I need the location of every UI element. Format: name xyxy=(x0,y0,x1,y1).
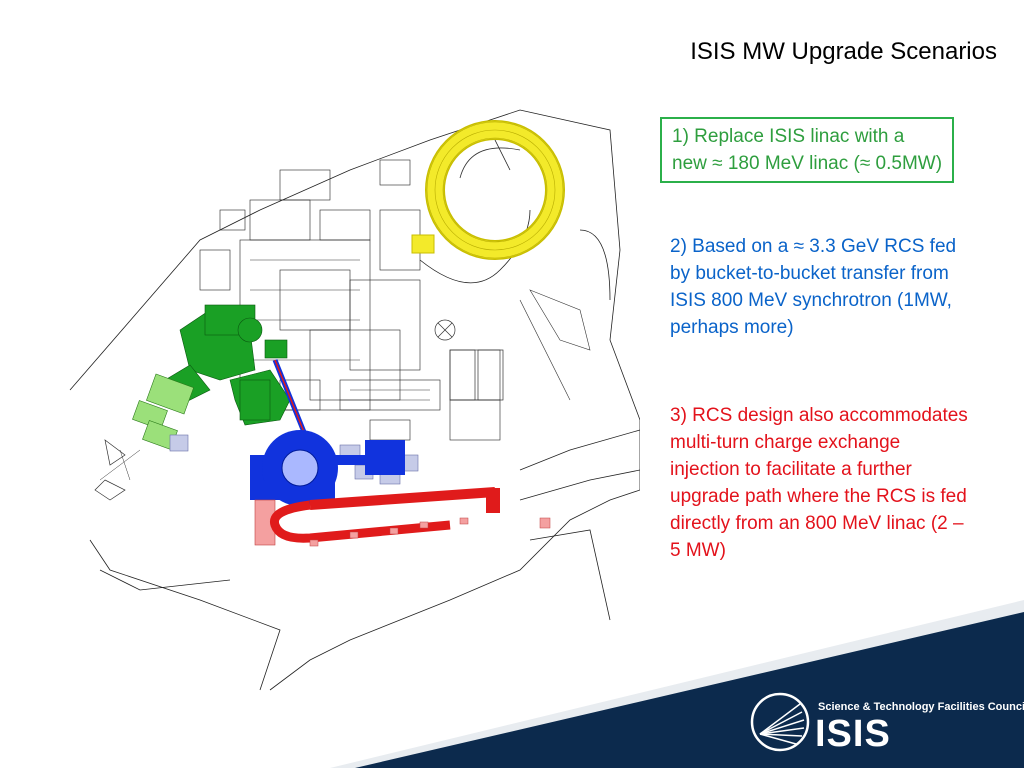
isis-synchrotron xyxy=(250,359,405,506)
footer-band xyxy=(330,600,1024,768)
site-map xyxy=(69,109,640,691)
transfer-line xyxy=(254,487,500,546)
slide-title: ISIS MW Upgrade Scenarios xyxy=(690,38,997,65)
org-name: Science & Technology Facilities Council xyxy=(818,701,1024,713)
scenario-3: 3) RCS design also accommodates multi-tu… xyxy=(670,405,968,561)
rcs-ring xyxy=(411,120,565,260)
stfc-logo-icon xyxy=(750,692,810,752)
scenario-1: 1) Replace ISIS linac with a new ≈ 180 M… xyxy=(660,117,954,183)
scenario-2: 2) Based on a ≈ 3.3 GeV RCS fed by bucke… xyxy=(670,236,957,338)
facility-logo-text: ISIS xyxy=(815,713,891,755)
